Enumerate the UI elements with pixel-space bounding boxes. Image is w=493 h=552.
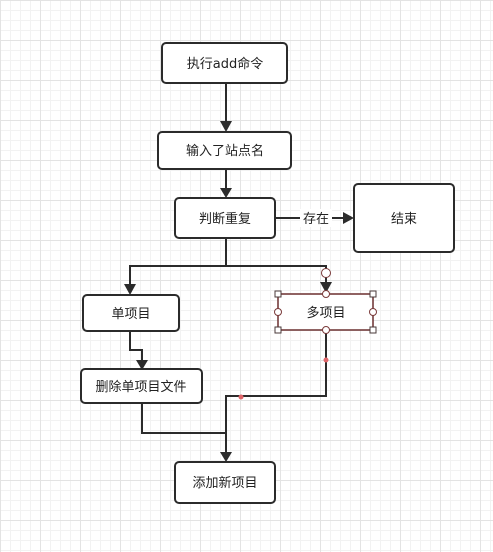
connection-point-bottom[interactable]: [322, 326, 330, 334]
node-execute-add-label: 执行add命令: [187, 56, 263, 72]
resize-handle-nw[interactable]: [274, 290, 282, 298]
edge-check-to-single[interactable]: [124, 239, 227, 295]
connection-point-top[interactable]: [322, 290, 330, 298]
node-add-new[interactable]: 添加新项目: [174, 461, 276, 504]
node-end[interactable]: 结束: [353, 183, 455, 253]
node-execute-add[interactable]: 执行add命令: [161, 42, 288, 84]
waypoint-dot[interactable]: [323, 357, 329, 363]
node-delete-single[interactable]: 删除单项目文件: [80, 368, 203, 404]
edge-check-to-multi[interactable]: [226, 265, 332, 293]
edge-delete-to-add[interactable]: [141, 403, 226, 434]
edge-label-bg: [300, 209, 332, 227]
node-check-duplicate[interactable]: 判断重复: [174, 197, 276, 239]
edge-label-exists: 存在: [303, 212, 329, 227]
edge-single-to-delete[interactable]: [129, 332, 148, 370]
node-end-label: 结束: [391, 212, 417, 227]
selection-handles[interactable]: [274, 268, 377, 334]
waypoint-dot[interactable]: [238, 394, 244, 400]
connection-point-left[interactable]: [274, 308, 282, 316]
resize-handle-ne[interactable]: [369, 290, 377, 298]
node-input-site-label: 输入了站点名: [186, 143, 264, 159]
edge-execute-to-input[interactable]: [220, 84, 232, 132]
node-single-item[interactable]: 单项目: [82, 294, 180, 332]
resize-handle-se[interactable]: [369, 326, 377, 334]
node-multi-item-label: 多项目: [306, 305, 345, 321]
node-add-new-label: 添加新项目: [192, 475, 257, 491]
resize-handle-sw[interactable]: [274, 326, 282, 334]
node-delete-single-label: 删除单项目文件: [95, 380, 186, 395]
node-check-duplicate-label: 判断重复: [199, 211, 251, 227]
connection-point-right[interactable]: [369, 308, 377, 316]
edge-input-to-check[interactable]: [220, 170, 232, 198]
node-single-item-label: 单项目: [111, 307, 150, 322]
node-input-site[interactable]: 输入了站点名: [157, 131, 292, 170]
edge-multi-to-add[interactable]: [220, 330, 327, 462]
node-multi-item-selected[interactable]: 多项目: [277, 293, 374, 331]
rotate-handle[interactable]: [321, 268, 331, 278]
